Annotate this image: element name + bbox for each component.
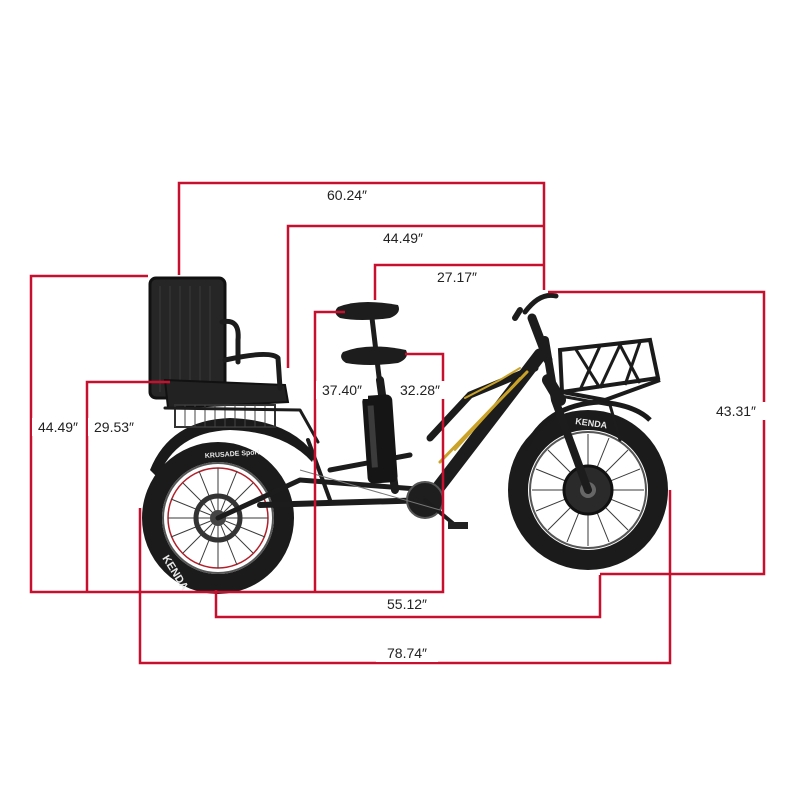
label-seat-back-to-handlebar: 60.24″ (327, 187, 367, 203)
drivetrain (299, 469, 468, 529)
dim-line-seat-back-height (29, 274, 218, 594)
label-wheelbase: 55.12″ (387, 596, 427, 612)
dim-line-seat-to-handlebar (286, 224, 544, 368)
rear-seat (148, 276, 320, 444)
dim-line-wheelbase (214, 575, 602, 619)
label-saddle-min-height: 32.28″ (400, 382, 440, 398)
dim-line-handlebar-height (548, 290, 766, 576)
dim-line-saddle-min-height (218, 352, 445, 594)
front-tire-brand-text: KENDA (575, 416, 609, 430)
front-wheel: KENDA (508, 410, 668, 570)
rear-fender (150, 418, 315, 478)
label-overall-length: 78.74″ (387, 645, 427, 661)
label-seat-height: 29.53″ (94, 419, 134, 435)
rear-tire-model-text: KRUSADE Sport (205, 449, 261, 460)
saddle-high (335, 301, 399, 388)
front-basket (553, 337, 661, 442)
rear-wheel: KENDA KRUSADE Sport (142, 442, 294, 594)
label-handlebar-height: 43.31″ (716, 403, 756, 419)
electric-tricycle-illustration: KENDA KRUSADE Sport KENDA (142, 276, 668, 594)
dimension-lines (29, 181, 766, 665)
label-seat-back-height: 44.49″ (38, 419, 78, 435)
label-saddle-max-height: 37.40″ (322, 382, 362, 398)
dim-line-overall-length (138, 490, 672, 665)
dim-line-seat-height (85, 380, 170, 592)
dimension-labels: 60.24″ 44.49″ 27.17″ 43.31″ 44.49″ 29.53… (32, 186, 766, 662)
label-seat-to-handlebar: 44.49″ (383, 230, 423, 246)
dim-line-saddle-max-height (313, 310, 345, 592)
dim-line-saddle-to-handlebar (373, 263, 544, 300)
saddle-low (341, 346, 407, 365)
label-saddle-to-handlebar: 27.17″ (437, 269, 477, 285)
dim-line-seat-back-to-handlebar (177, 181, 546, 290)
battery (362, 394, 398, 484)
